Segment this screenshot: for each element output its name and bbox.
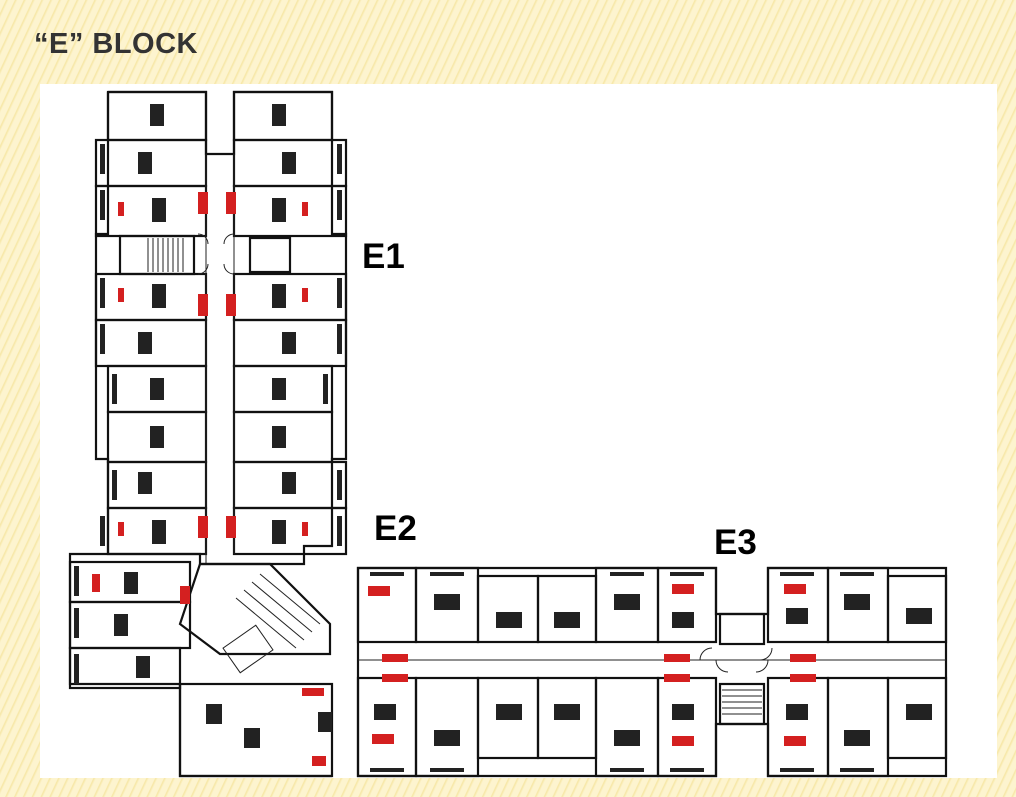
block-label-e1: E1 (362, 237, 405, 276)
page-title: “E” BLOCK (34, 28, 198, 60)
floor-plan-drawing: E1 E2 E3 (68, 90, 948, 778)
junction-wing (68, 560, 334, 778)
vertical-wing (68, 90, 348, 778)
horizontal-wing (356, 566, 948, 778)
floor-plan-panel: E1 E2 E3 (40, 84, 997, 778)
block-label-e2: E2 (374, 509, 417, 548)
block-label-e3: E3 (714, 523, 757, 562)
